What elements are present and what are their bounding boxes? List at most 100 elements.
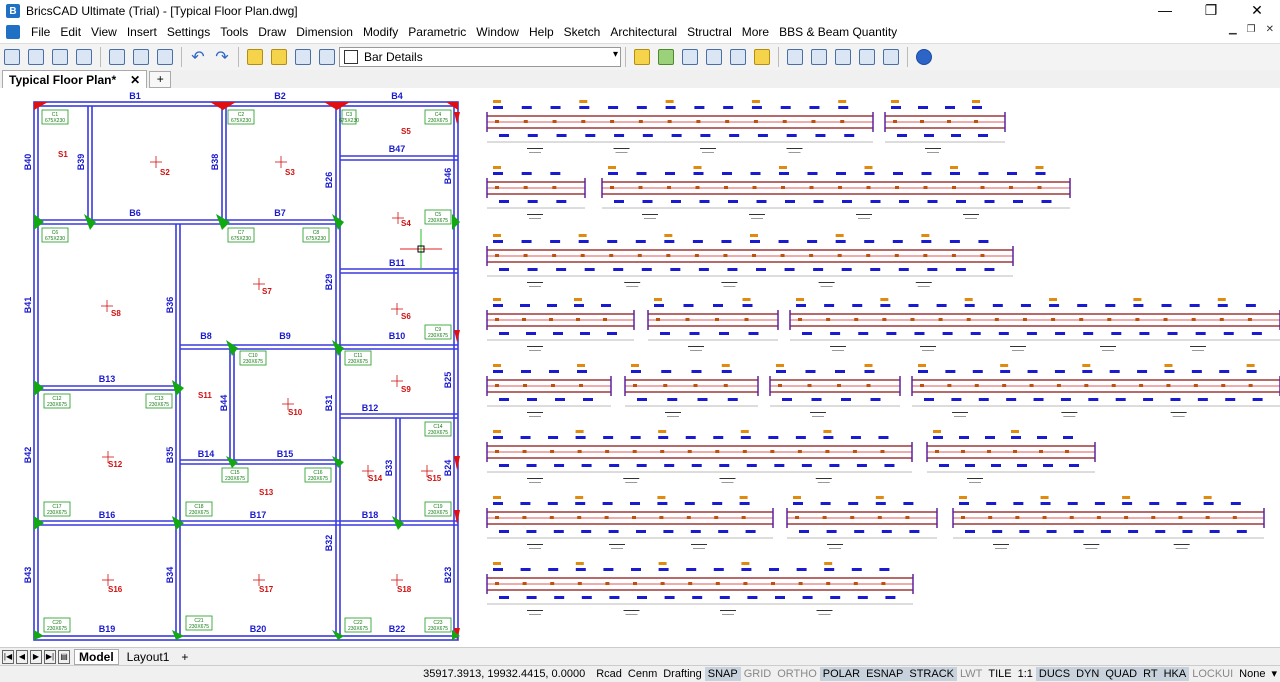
svg-text:230X675: 230X675 xyxy=(47,510,67,516)
layer-freeze-toggle[interactable] xyxy=(268,46,290,68)
last-tab-icon[interactable]: ▶| xyxy=(44,650,56,664)
status-toggle-ortho[interactable]: ORTHO xyxy=(777,668,817,680)
next-tab-icon[interactable]: ▶ xyxy=(30,650,42,664)
status-toggle-drafting[interactable]: Drafting xyxy=(663,668,702,680)
status-toggle-lwt[interactable]: LWT xyxy=(959,668,983,680)
menu-dimension[interactable]: Dimension xyxy=(296,25,353,39)
match-properties-button[interactable] xyxy=(808,46,830,68)
status-toggle-rcad[interactable]: Rcad xyxy=(596,668,622,680)
svg-text:C22: C22 xyxy=(353,620,362,626)
print-preview-button[interactable] xyxy=(106,46,128,68)
tab-typical-floor-plan[interactable]: Typical Floor Plan* ✕ xyxy=(2,70,148,88)
menu-modify[interactable]: Modify xyxy=(362,25,399,39)
menu-settings[interactable]: Settings xyxy=(166,25,211,39)
layer-prev-button[interactable] xyxy=(727,46,749,68)
plot-button[interactable] xyxy=(154,46,176,68)
menu-window[interactable]: Window xyxy=(476,25,519,39)
svg-text:C3: C3 xyxy=(346,112,353,118)
svg-text:S6: S6 xyxy=(401,312,411,321)
menu-tools[interactable]: Tools xyxy=(220,25,249,39)
layer-on-toggle[interactable] xyxy=(244,46,266,68)
new-tab-button[interactable]: + xyxy=(149,71,172,88)
status-toggle-cenm[interactable]: Cenm xyxy=(627,668,658,680)
menu-more[interactable]: More xyxy=(741,25,770,39)
layer-match-button[interactable] xyxy=(631,46,653,68)
status-toggle-lockui[interactable]: LOCKUI xyxy=(1192,668,1234,680)
first-tab-icon[interactable]: |◀ xyxy=(2,650,14,664)
new-drawing-button[interactable] xyxy=(1,46,23,68)
tool-palettes-button[interactable] xyxy=(856,46,878,68)
tab-list-icon[interactable]: ▤ xyxy=(58,650,70,664)
undo-button[interactable]: ↶ xyxy=(187,46,209,68)
chevron-down-icon: ▾ xyxy=(612,49,618,60)
svg-text:230X675: 230X675 xyxy=(47,402,67,408)
menu-view[interactable]: View xyxy=(91,25,117,39)
svg-text:S5: S5 xyxy=(401,127,411,136)
menu-structral[interactable]: Structral xyxy=(687,25,732,39)
status-toggle-quad[interactable]: QUAD xyxy=(1102,667,1141,681)
svg-text:675X230: 675X230 xyxy=(45,118,65,124)
menu-help[interactable]: Help xyxy=(528,25,554,39)
layer-state-button[interactable] xyxy=(679,46,701,68)
svg-text:B14: B14 xyxy=(198,449,215,459)
status-toggle-1-1[interactable]: 1:1 xyxy=(1017,668,1033,680)
status-toggle--[interactable]: ▾ xyxy=(1271,668,1277,680)
menu-bbs[interactable]: BBS & Beam Quantity xyxy=(779,25,898,39)
layer-lock-toggle[interactable] xyxy=(292,46,314,68)
status-toggle-tile[interactable]: TILE xyxy=(988,668,1012,680)
doc-close-icon[interactable]: ✕ xyxy=(1265,24,1274,35)
menu-parametric[interactable]: Parametric xyxy=(408,25,467,39)
open-button[interactable] xyxy=(25,46,47,68)
layer-off-button[interactable] xyxy=(751,46,773,68)
menu-insert[interactable]: Insert xyxy=(126,25,157,39)
svg-text:B46: B46 xyxy=(443,168,453,185)
tab-layout1[interactable]: Layout1 xyxy=(126,650,170,664)
layer-walk-button[interactable] xyxy=(703,46,725,68)
status-toggle-rt[interactable]: RT xyxy=(1140,667,1161,681)
help-button[interactable] xyxy=(913,46,935,68)
close-button[interactable]: ✕ xyxy=(1251,2,1263,18)
maximize-button[interactable]: ❐ xyxy=(1204,2,1218,18)
add-layout-button[interactable]: + xyxy=(181,650,189,664)
image-manager-button[interactable] xyxy=(880,46,902,68)
status-toggle-hka[interactable]: HKA xyxy=(1160,667,1190,681)
status-toggle-strack[interactable]: STRACK xyxy=(906,667,957,681)
svg-text:675X230: 675X230 xyxy=(231,236,251,242)
layer-dropdown[interactable]: Bar Details ▾ xyxy=(339,47,621,67)
tab-model[interactable]: Model xyxy=(74,649,119,665)
crosshair-cursor xyxy=(400,229,442,269)
layer-plot-toggle[interactable] xyxy=(316,46,338,68)
status-toggle-grid[interactable]: GRID xyxy=(743,668,772,680)
properties-button[interactable] xyxy=(784,46,806,68)
status-toggle-ducs[interactable]: DUCS xyxy=(1035,667,1074,681)
print-button[interactable] xyxy=(130,46,152,68)
status-toggle-snap[interactable]: SNAP xyxy=(704,667,741,681)
status-toggle-dyn[interactable]: DYN xyxy=(1073,667,1103,681)
status-toggle-polar[interactable]: POLAR xyxy=(819,667,864,681)
menu-file[interactable]: File xyxy=(31,25,51,39)
svg-text:B25: B25 xyxy=(443,372,453,389)
svg-text:C13: C13 xyxy=(154,396,163,402)
save-button[interactable] xyxy=(49,46,71,68)
menu-sketch[interactable]: Sketch xyxy=(563,25,601,39)
minimize-button[interactable]: — xyxy=(1158,2,1172,18)
menu-draw[interactable]: Draw xyxy=(258,25,287,39)
svg-text:230X675: 230X675 xyxy=(225,476,245,482)
drawing-canvas[interactable]: B1 B2 B4 B47 B6 B7 B11 B10 B8 B9 B13 B12… xyxy=(0,89,1280,647)
status-toggle-esnap[interactable]: ESNAP xyxy=(863,667,907,681)
doc-restore-icon[interactable]: ❐ xyxy=(1246,24,1256,35)
svg-text:C2: C2 xyxy=(238,112,245,118)
doc-minimize-icon[interactable]: ▁ xyxy=(1228,24,1237,35)
layer-previous-icon xyxy=(730,49,746,65)
status-toggle-none[interactable]: None xyxy=(1239,668,1266,680)
tab-close-icon[interactable]: ✕ xyxy=(130,72,141,87)
design-center-button[interactable] xyxy=(832,46,854,68)
save-as-button[interactable] xyxy=(73,46,95,68)
menu-edit[interactable]: Edit xyxy=(60,25,82,39)
prev-tab-icon[interactable]: ◀ xyxy=(16,650,28,664)
layer-iso-button[interactable] xyxy=(655,46,677,68)
redo-button[interactable]: ↷ xyxy=(211,46,233,68)
app-menu-icon[interactable] xyxy=(6,25,20,39)
menu-architectural[interactable]: Architectural xyxy=(610,25,678,39)
beam-bar-detail xyxy=(486,430,913,483)
